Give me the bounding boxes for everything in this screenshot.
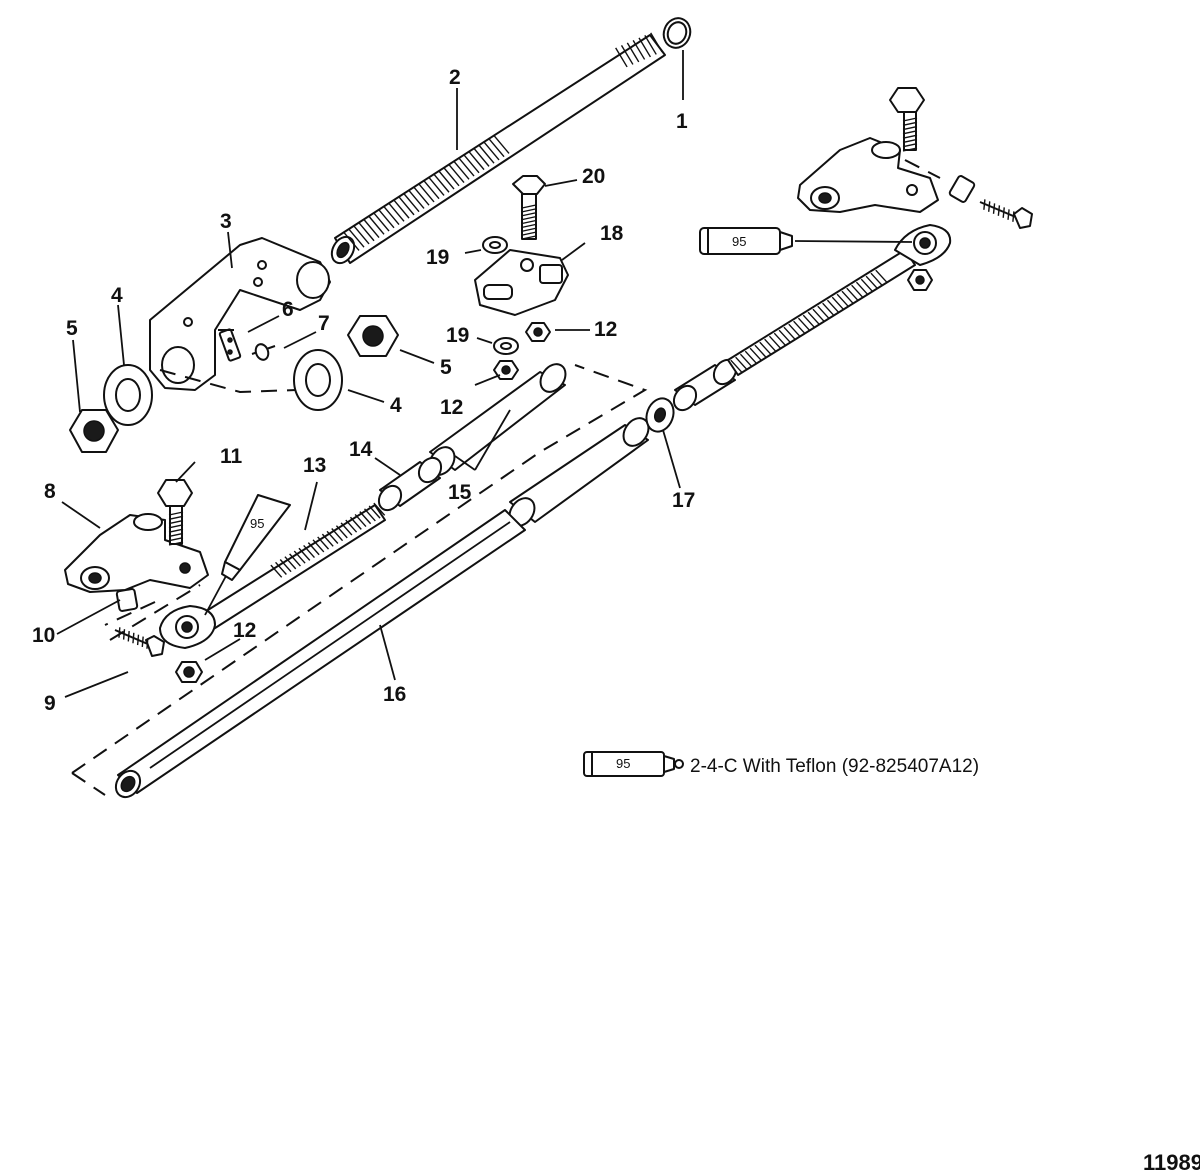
- callout-6: 6: [282, 298, 294, 321]
- callout-7: 7: [318, 312, 330, 335]
- callout-20: 20: [582, 165, 605, 188]
- spacer-right: [672, 358, 738, 412]
- bolt-right: [889, 87, 925, 152]
- clamp-block-18: [474, 249, 569, 316]
- screw-7: [251, 343, 276, 361]
- callout-4-left: 4: [111, 284, 123, 307]
- callout-18: 18: [600, 222, 624, 245]
- callout-2: 2: [449, 66, 461, 89]
- mounting-bracket: [149, 237, 331, 391]
- callout-11: 11: [220, 445, 243, 468]
- clip-right: [948, 175, 976, 203]
- callout-5-right: 5: [440, 356, 452, 379]
- screw-9: [114, 627, 165, 657]
- washer-19-top: [482, 236, 508, 254]
- callout-1: 1: [676, 110, 688, 133]
- washer-right: [293, 349, 343, 411]
- locknut-17: [645, 397, 675, 433]
- callout-5-left: 5: [66, 317, 78, 340]
- tilt-tube: [330, 32, 666, 265]
- callout-12-bottom: 12: [233, 619, 256, 642]
- washer-19-bottom: [493, 337, 519, 355]
- callout-19-top: 19: [426, 246, 449, 269]
- legend-tube-label: 95: [616, 756, 630, 771]
- callout-14: 14: [349, 438, 373, 461]
- o-ring: [662, 17, 692, 49]
- spacer-14: [377, 456, 443, 512]
- tie-rod-right: [727, 224, 952, 376]
- steering-arm-left: [64, 513, 209, 593]
- callout-4-right: 4: [390, 394, 402, 417]
- bolt-11: [157, 479, 193, 546]
- callout-13: 13: [303, 454, 326, 477]
- legend-description: 2-4-C With Teflon (92-825407A12): [690, 756, 979, 777]
- callout-8: 8: [44, 480, 56, 503]
- sealant-tube-right: 95: [699, 227, 913, 255]
- callout-10: 10: [32, 624, 55, 647]
- callout-3: 3: [220, 210, 232, 233]
- steering-arm-right: [797, 137, 939, 213]
- sealant-tube-right-label: 95: [732, 234, 746, 249]
- bolt-20: [512, 175, 546, 240]
- nut-right: [347, 315, 399, 357]
- callout-19-bottom: 19: [446, 324, 469, 347]
- long-tube-16: [114, 509, 526, 799]
- callout-17: 17: [672, 489, 695, 512]
- figure-number: 11989: [1143, 1150, 1200, 1174]
- clip: [218, 328, 242, 362]
- callout-9: 9: [44, 692, 56, 715]
- sealant-tube-left: 95: [204, 494, 291, 616]
- leader-lines: [56, 50, 684, 698]
- callout-numbers: 1 2 3 4 4 5 5 6 7 8 9 10 11 12 12 12 13 …: [32, 66, 695, 715]
- callout-12-mid: 12: [440, 396, 463, 419]
- locknut-12-mid: [493, 360, 519, 380]
- nut-left: [69, 409, 119, 453]
- callout-16: 16: [383, 683, 406, 706]
- sealant-tube-left-label: 95: [250, 516, 264, 531]
- tie-rod-left: [159, 502, 386, 649]
- callout-12-top: 12: [594, 318, 617, 341]
- washer-left: [103, 364, 153, 426]
- locknut-right: [907, 269, 933, 291]
- locknut-12-top: [525, 322, 551, 342]
- locknut-12-bottom: [175, 661, 203, 683]
- callout-15: 15: [448, 481, 472, 504]
- tube-15b: [508, 417, 650, 527]
- screw-right: [979, 199, 1033, 229]
- sealant-legend: 95 2-4-C With Teflon (92-825407A12): [583, 751, 979, 777]
